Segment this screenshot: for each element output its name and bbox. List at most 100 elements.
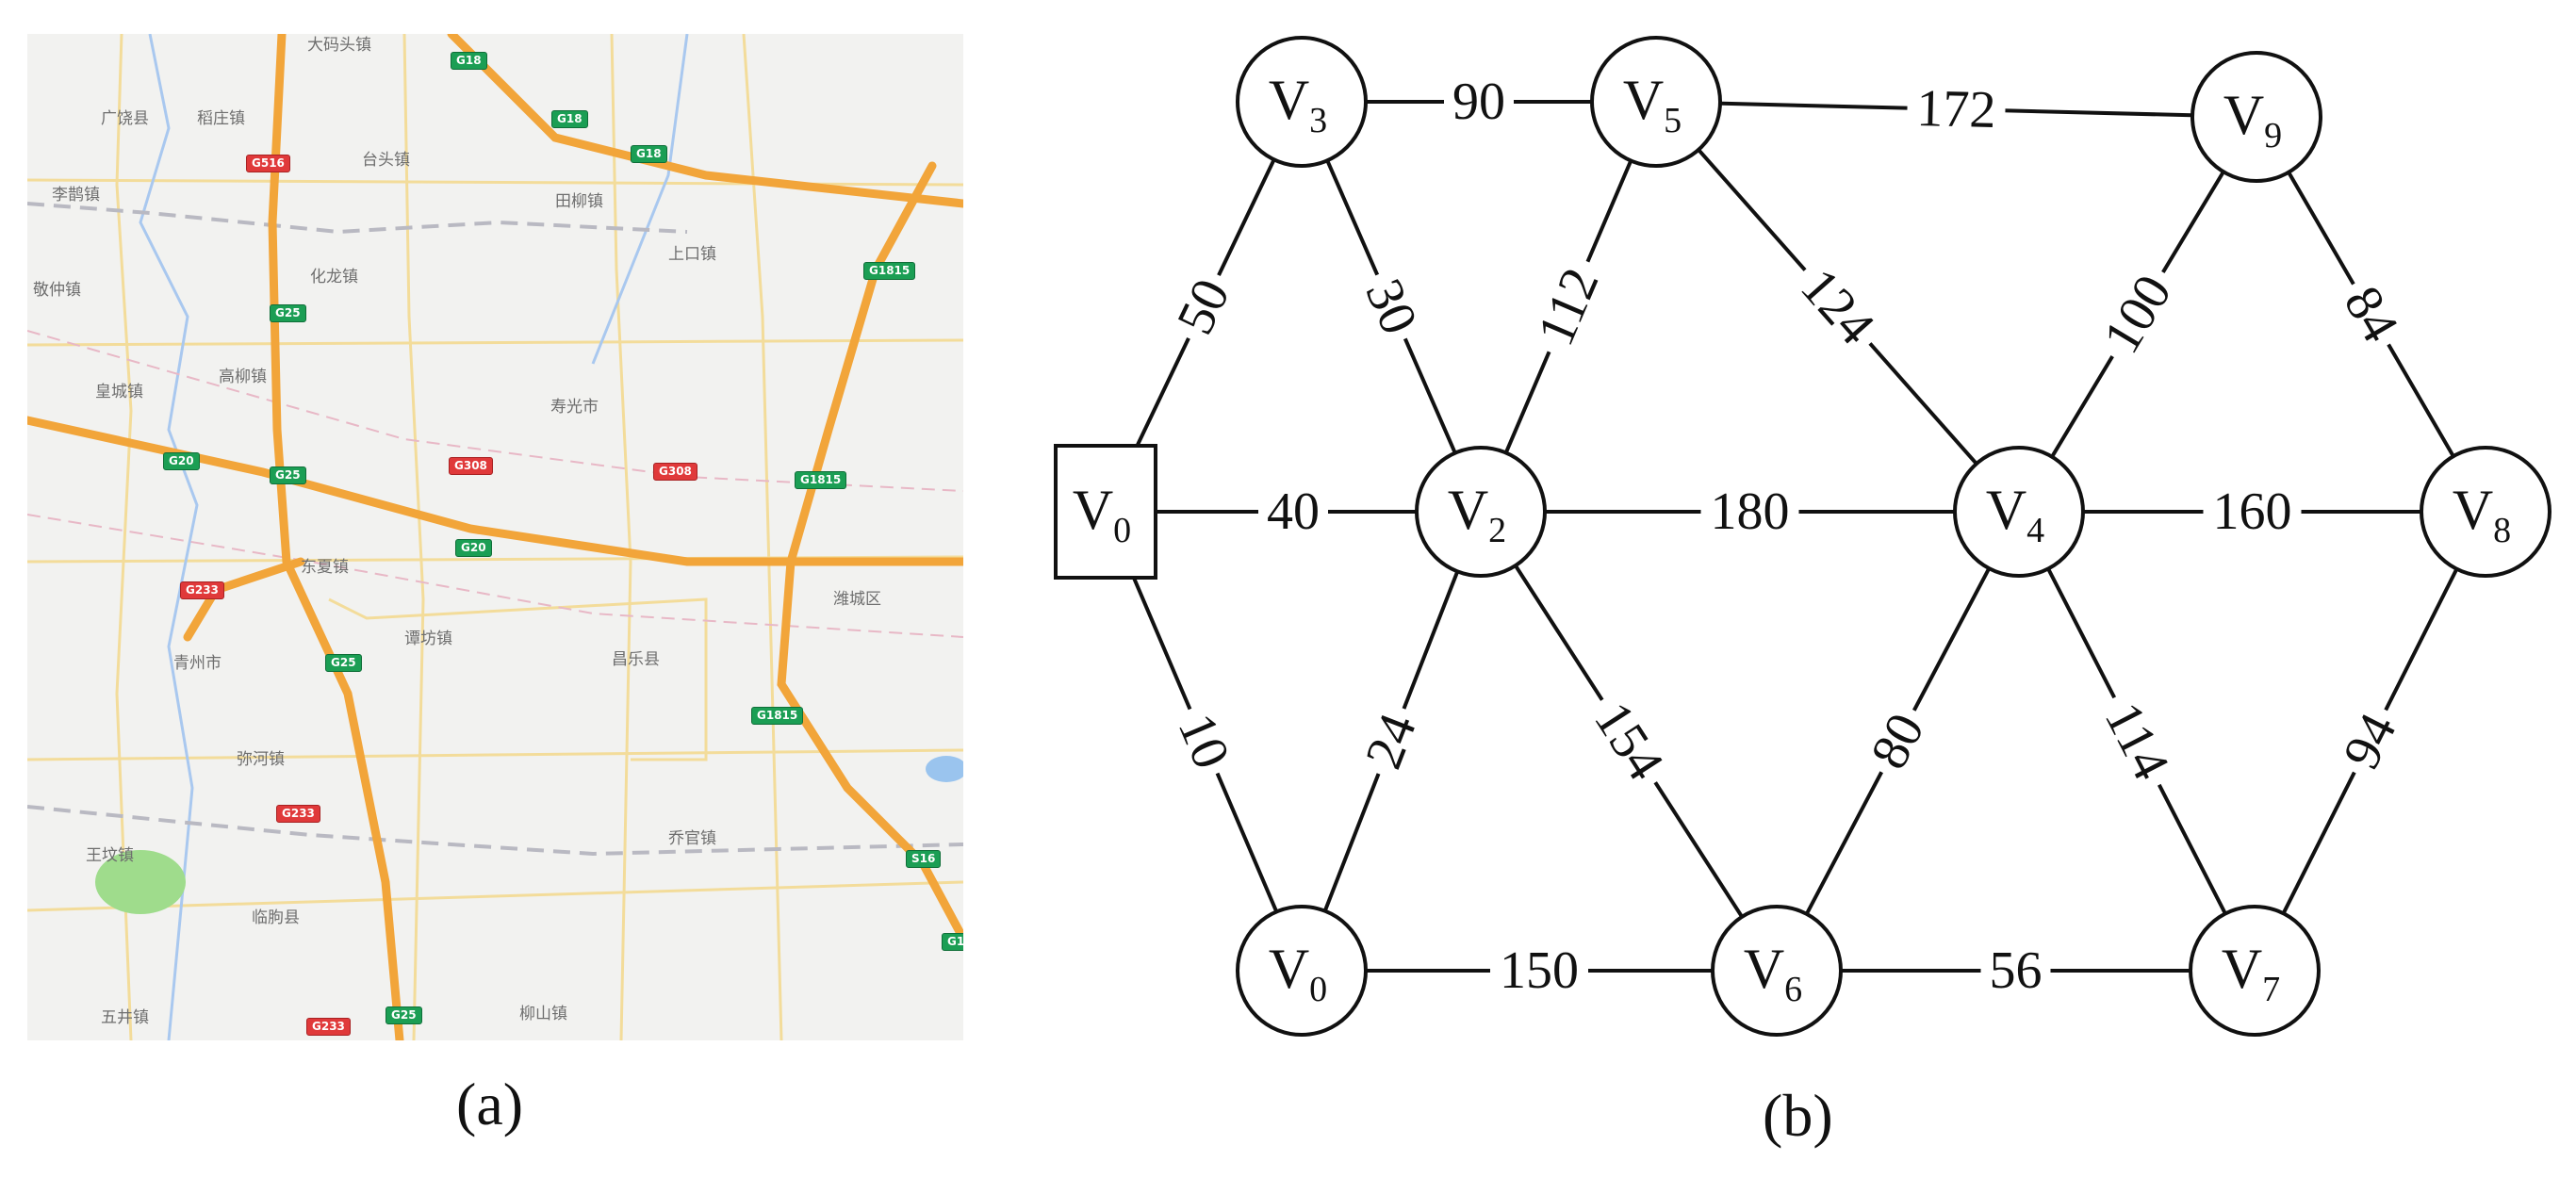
road-shield: G18 [451,52,487,71]
road-shield: G20 [455,539,492,558]
node-shape [1236,36,1368,168]
node-V7: V7 [2189,905,2321,1037]
edge-label-background [2328,270,2414,359]
place-label: 东夏镇 [301,558,349,577]
place-label: 临朐县 [252,908,300,927]
node-label: V0 [1073,479,1131,550]
node-label-main: V [1986,479,2026,541]
node-label-main: V [2453,479,2493,541]
node-label: V3 [1269,69,1327,140]
node-V3: V3 [1236,36,1368,168]
node-V5: V5 [1590,36,1722,168]
caption-a: (a) [456,1071,524,1137]
place-label: 稻庄镇 [197,109,245,128]
node-label-main: V [2222,938,2262,1000]
place-label: 乔官镇 [668,829,716,848]
node-shape [1590,36,1722,168]
place-label: 台头镇 [362,151,410,170]
edge-label-background [1490,942,1588,999]
node-label: V9 [2223,84,2282,155]
node-label-main: V [1448,479,1488,541]
node-label-main: V [2223,84,2264,146]
place-label: 李鹊镇 [52,186,100,205]
place-label: 王坟镇 [86,846,134,865]
node-shape [1953,446,2085,578]
node-label-main: V [1269,938,1309,1000]
edge-weight-label: 180 [1711,483,1790,541]
road-shield: G308 [653,463,697,482]
edge-label-background [1700,483,1799,540]
road-shield: G18 [551,110,588,129]
node-shape [1415,446,1547,578]
edge-label-background [1351,263,1432,351]
node-label-subscript: 6 [1784,970,1802,1009]
place-label: 五井镇 [101,1008,149,1027]
place-label: 潍城区 [833,590,881,609]
edge-weight-label: 94 [2332,705,2408,778]
node-label-subscript: 8 [2493,511,2511,550]
edge-weight-label: 150 [1500,941,1579,1000]
node-label: V4 [1986,479,2044,550]
edge-label-background [1352,698,1431,784]
edge-label-background [2089,684,2185,798]
node-shape [1711,905,1843,1037]
node-label: V8 [2453,479,2511,550]
road-shield: G25 [325,654,362,673]
node-label-subscript: 2 [1488,511,1506,550]
edge-weight-label: 90 [1452,73,1505,131]
node-label-subscript: 7 [2262,970,2280,1009]
edge-weight-label: 160 [2213,483,2292,541]
edge-label-background [2329,696,2411,786]
node-V2: V2 [1415,446,1547,578]
place-label: 田柳镇 [555,192,603,211]
place-label: 敬仲镇 [33,281,81,300]
node-label-main: V [1269,69,1309,131]
edge-label-background [1258,483,1328,540]
road-shield: G18 [631,145,667,164]
road-shield: G1815 [795,471,847,490]
node-label: V2 [1448,479,1506,550]
road-shield: G20 [163,452,200,471]
place-label: 青州市 [173,654,222,673]
edge-label-background [1444,74,1514,130]
edge-weight-label: 84 [2333,277,2410,352]
place-label: 谭坊镇 [404,630,452,648]
edge-weight-label: 172 [1916,79,1997,139]
edge-label-background [1980,942,2051,999]
node-shape [2189,905,2321,1037]
node-shape [1054,444,1157,580]
edge-label-background [1578,684,1680,798]
road-shield: G25 [270,466,306,485]
node-V0_bottom: V0 [1236,905,1368,1037]
edge-weight-label: 80 [1860,704,1936,777]
road-shield: G1 [942,933,963,952]
node-label: V5 [1623,69,1682,140]
node-shape [2420,446,2551,578]
place-label: 昌乐县 [612,650,660,669]
node-label-subscript: 0 [1309,970,1327,1009]
caption-b: (b) [1763,1082,1833,1149]
road-shield: S16 [906,850,942,869]
edge-label-background [1783,251,1892,363]
map-panel: 大码头镇 广饶县 稻庄镇 台头镇 李鹊镇 田柳镇 上口镇 化龙镇 敬仲镇 高柳镇… [27,34,963,1040]
road-shield: G25 [386,1006,422,1025]
node-label-main: V [1623,69,1664,131]
node-label-main: V [1744,938,1784,1000]
road-shield: G516 [246,155,290,173]
place-label: 上口镇 [668,245,716,264]
node-label-main: V [1073,479,1113,541]
edge-weight-label: 40 [1267,483,1320,541]
place-label: 弥河镇 [237,750,285,769]
node-V6: V6 [1711,905,1843,1037]
node-label: V0 [1269,938,1327,1009]
node-V8: V8 [2420,446,2551,578]
road-shield: G308 [449,457,493,476]
road-shield: G233 [180,581,224,600]
node-label: V6 [1744,938,1802,1009]
place-label: 寿光市 [550,398,599,417]
place-label: 皇城镇 [95,383,143,401]
road-shield: G1815 [863,262,916,281]
node-V0_top: V0 [1054,444,1157,580]
